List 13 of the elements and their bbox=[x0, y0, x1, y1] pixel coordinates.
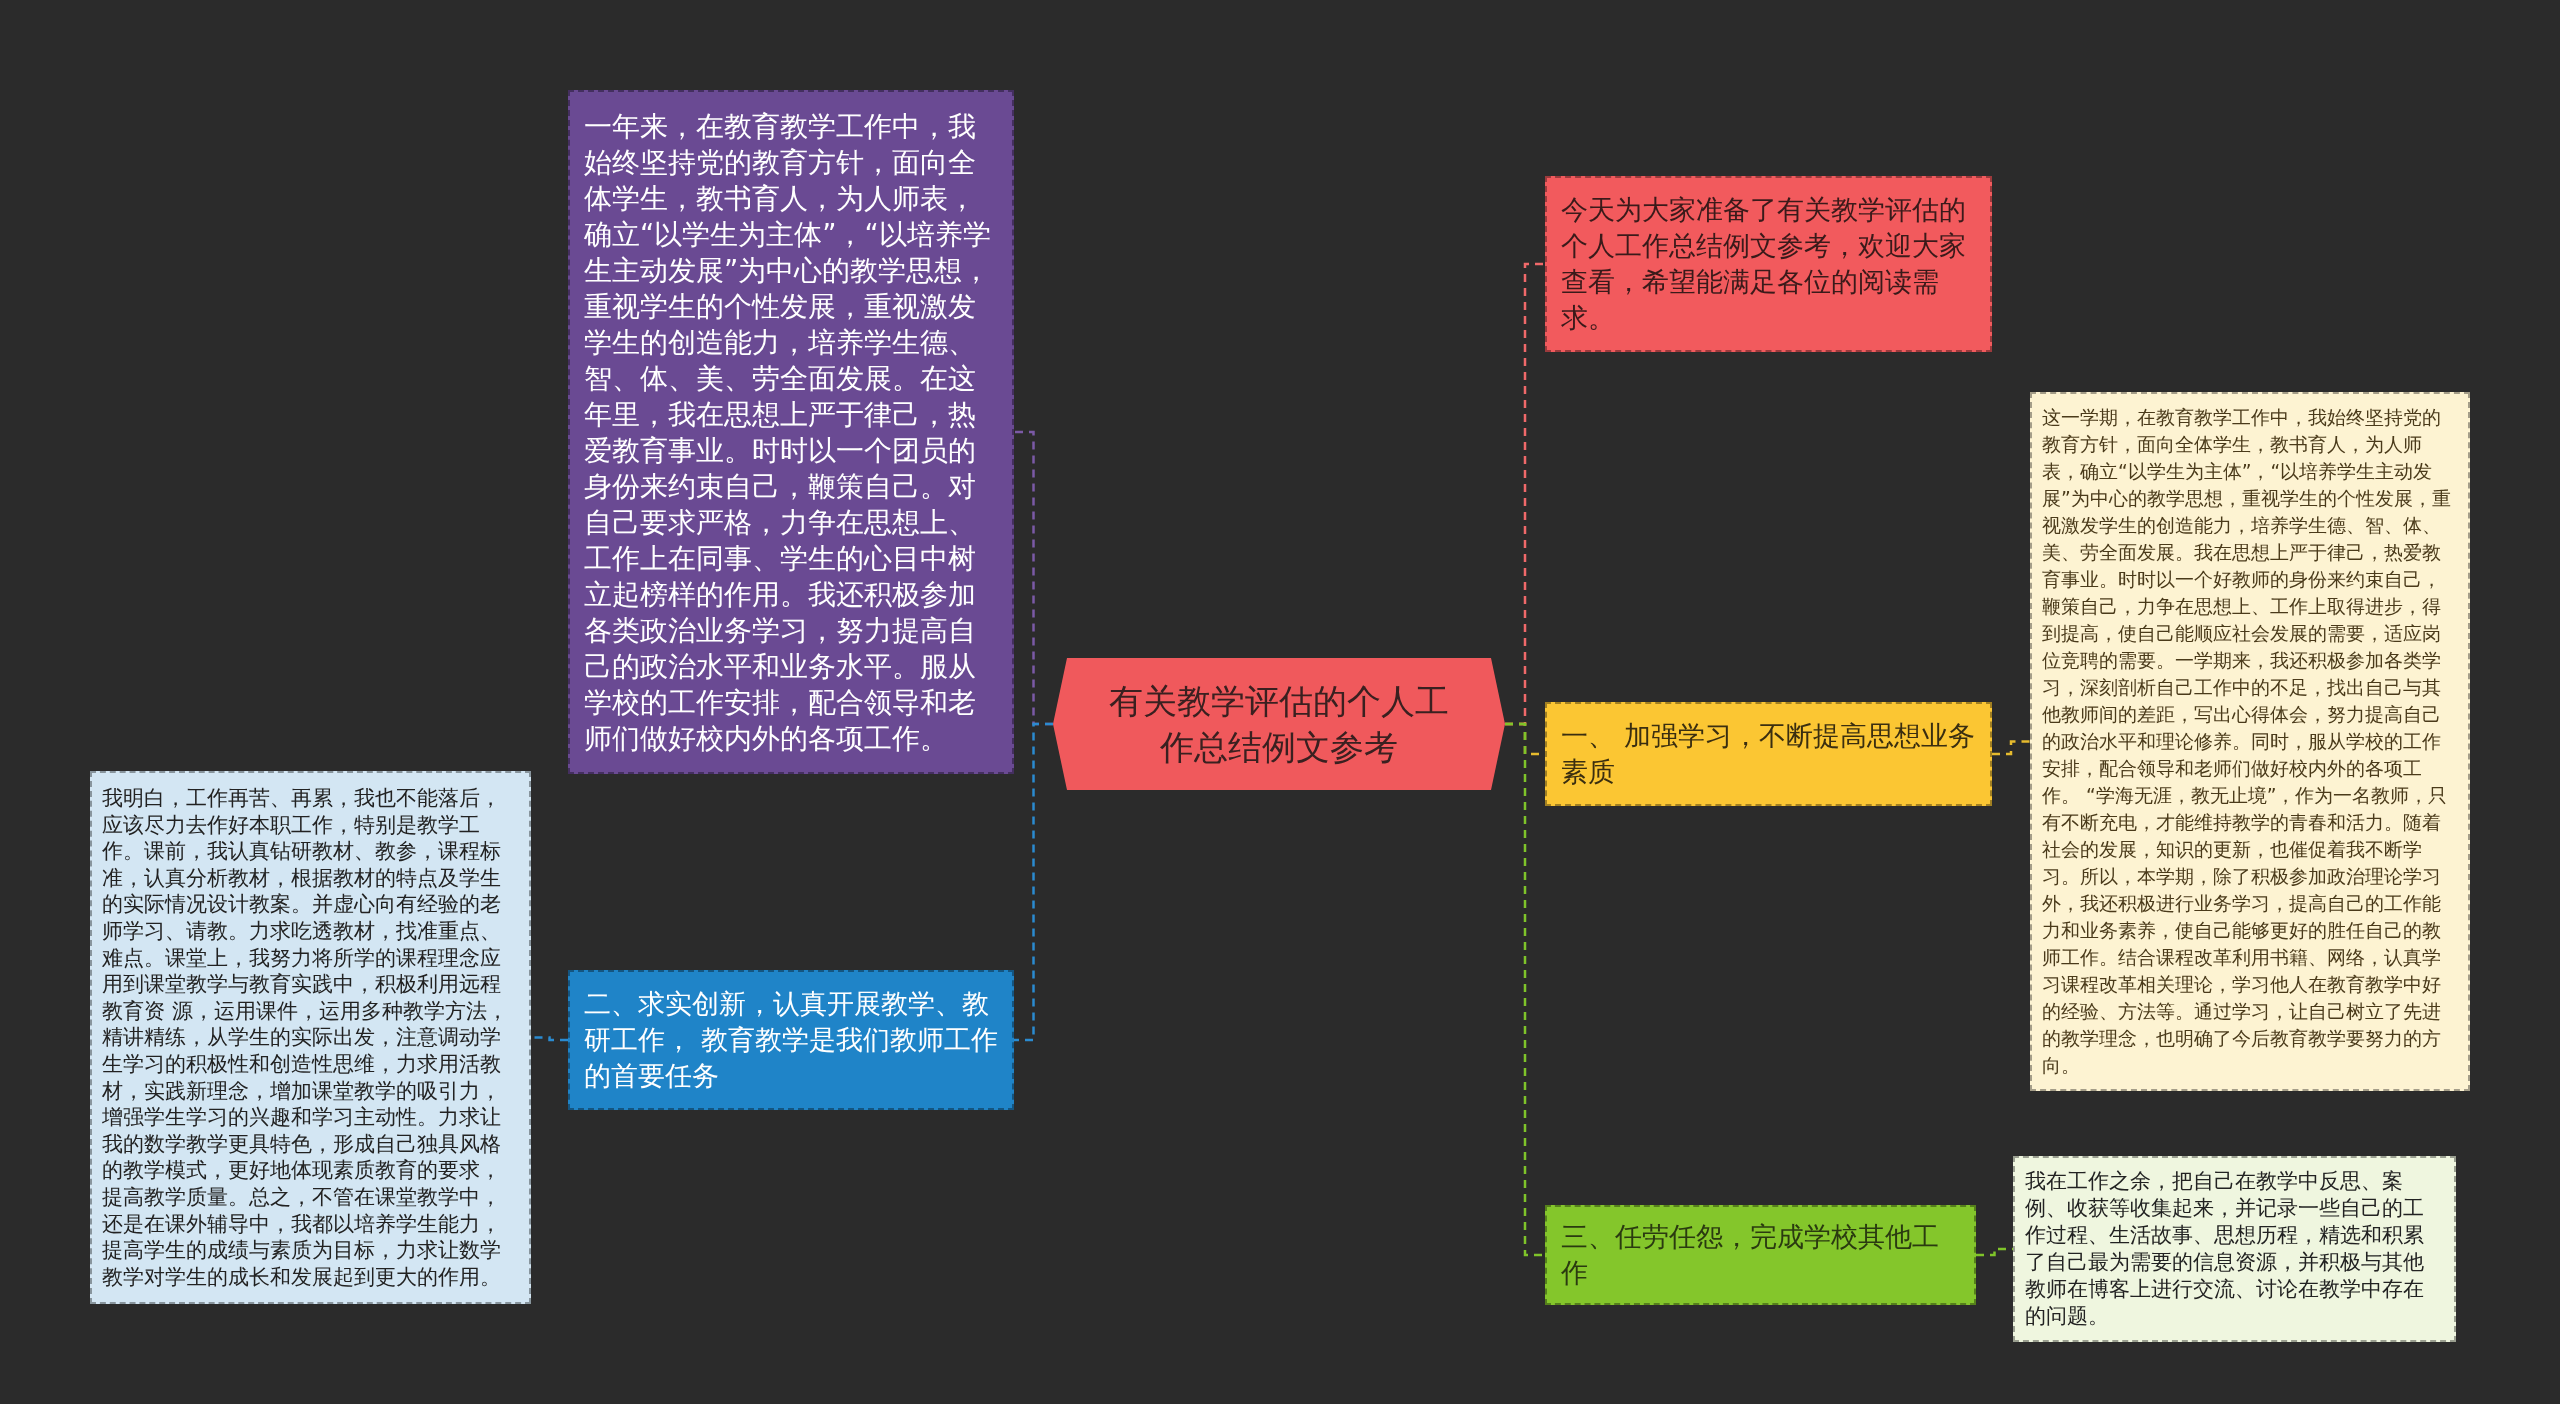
connector bbox=[1976, 1247, 2013, 1257]
connector bbox=[1992, 740, 2030, 756]
text-box: 今天为大家准备了有关教学评估的个人工作总结例文参考，欢迎大家查看，希望能满足各位的阅读需求。 bbox=[1545, 176, 1992, 352]
connector bbox=[1014, 722, 1053, 1042]
topic-box: 三、任劳任怨，完成学校其他工作 bbox=[1545, 1205, 1976, 1305]
text-box: 我在工作之余，把自己在教学中反思、案例、收获等收集起来，并记录一些自己的工作过程、生活故事、思想历程，精选和积累了自己最为需要的信息资源，并积极与其他教师在博客上进行交流、讨论在教学中存在的问题。 bbox=[2013, 1156, 2456, 1342]
connector bbox=[1505, 722, 1545, 1257]
topic-box: 一、 加强学习，不断提高思想业务素质 bbox=[1545, 702, 1992, 806]
central-topic: 有关教学评估的个人工作总结例文参考 bbox=[1053, 658, 1505, 790]
text-box: 一年来，在教育教学工作中，我始终坚持党的教育方针，面向全体学生，教书育人，为人师表，确立“以学生为主体”，“以培养学生主动发展”为中心的教学思想，重视学生的个性发展，重视激发学生的创造能力，培养学生德、智、体、美、劳全面发展。在这年里，我在思想上严于律己，热爱教育事业。时时以一个团员的身份来约束自己，鞭策自己。对自己要求严格，力争在思想上、工作上在同事、学生的心目中树立起榜样的作用。我还积极参加各类政治业务学习，努力提高自己的政治水平和业务水平。服从学校的工作安排，配合领导和老师们做好校内外的各项工作。 bbox=[568, 90, 1014, 774]
text-box: 这一学期，在教育教学工作中，我始终坚持党的教育方针，面向全体学生，教书育人，为人师表，确立“以学生为主体”，“以培养学生主动发展”为中心的教学思想，重视学生的个性发展，重视激发学生的创造能力，培养学生德、智、体、美、劳全面发展。我在思想上严于律己，热爱教育事业。时时以一个好教师的身份来约束自己，鞭策自己，力争在思想上、工作上取得进步，得到提高，使自己能顺应社会发展的需要，适应岗位竞聘的需要。一学期来，我还积极参加各类学习，深刻剖析自己工作中的不足，找出自己与其他教师间的差距，写出心得体会，努力提高自己的政治水平和理论修养。同时，服从学校的工作安排，配合领导和老师们做好校内外的各项工作。 “学海无涯，教无止境”，作为一名教师，只有不断充电，才能维持教学的青春和活力。随着社会的发展，知识的更新，也催促着我不断学习。所以，本学期，除了积极参加政治理论学习外，我还积极进行业务学习，提高自己的工作能力和业务素养，使自己能够更好的胜任自己的教师工作。结合课程改革利用书籍、网络，认真学习课程改革相关理论，学习他人在教育教学中好的经验、方法等。通过学习，让自己树立了先进的教学理念，也明确了今后教育教学要努力的方向。 bbox=[2030, 392, 2470, 1091]
topic-box: 二、求实创新，认真开展教学、教研工作， 教育教学是我们教师工作的首要任务 bbox=[568, 970, 1014, 1110]
text-box: 我明白，工作再苦、再累，我也不能落后，应该尽力去作好本职工作，特别是教学工作。课前，我认真钻研教材、教参，课程标准，认真分析教材，根据教材的特点及学生的实际情况设计教案。并虚心向有经验的老师学习、请教。力求吃透教材，找准重点、难点。课堂上，我努力将所学的课程理念应用到课堂教学与教育实践中，积极利用远程教育资 源，运用课件，运用多种教学方法，精讲精练，从学生的实际出发，注意调动学生学习的积极性和创造性思维，力求用活教材，实践新理念，增加课堂教学的吸引力，增强学生学习的兴趣和学习主动性。力求让我的数学教学更具特色，形成自己独具风格的教学模式，更好地体现素质教育的要求，提高教学质量。总之，不管在课堂教学中，还是在课外辅导中，我都以培养学生能力，提高学生的成绩与素质为目标，力求让数学教学对学生的成长和发展起到更大的作用。 bbox=[90, 771, 531, 1305]
